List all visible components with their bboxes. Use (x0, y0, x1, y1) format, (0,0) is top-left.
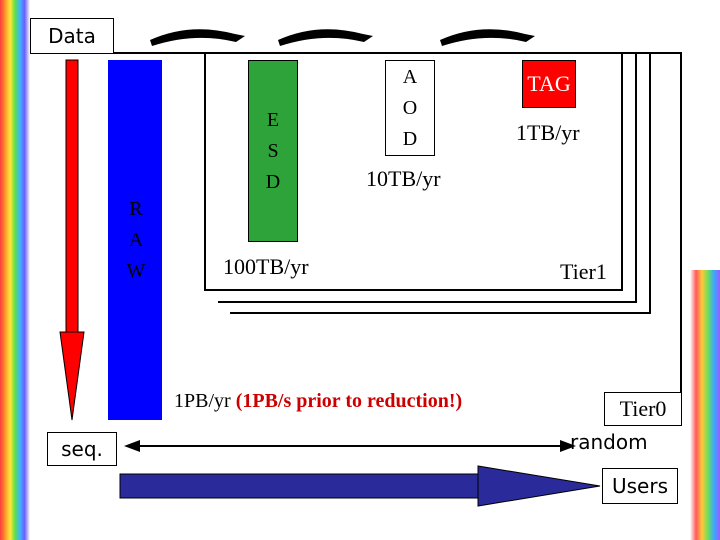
rainbow-border-left (0, 0, 30, 540)
esd-bar (248, 60, 298, 242)
rate-aod: 10TB/yr (366, 166, 441, 191)
aod-letter-a: A (402, 66, 418, 88)
rate-raw: 1PB/yr (1PB/s prior to reduction!) (174, 390, 462, 413)
tag-label: TAG (527, 71, 571, 96)
aod-letter-o: O (402, 97, 418, 119)
seq-label: seq. (47, 432, 117, 466)
rate-esd: 100TB/yr (223, 254, 309, 279)
aod-label: A O D (385, 62, 435, 155)
raw-letter-w: W (126, 260, 146, 282)
tier0-label-text: Tier0 (619, 396, 667, 421)
raw-letter-a: A (128, 229, 144, 251)
raw-bar (108, 60, 162, 420)
users-label-text: Users (611, 474, 668, 498)
flow-arrows (150, 29, 535, 46)
raw-letter-r: R (129, 198, 143, 220)
esd-label: E S D (248, 105, 298, 198)
esd-letter-d: D (265, 171, 281, 193)
data-label-text: Data (48, 24, 96, 48)
aod-letter-d: D (402, 128, 418, 150)
random-label: random (570, 430, 648, 454)
tier0-frame (96, 52, 682, 424)
aod-box (385, 60, 435, 156)
rate-raw-note: (1PB/s prior to reduction!) (235, 390, 463, 412)
tier1-label: Tier1 (560, 259, 607, 284)
esd-letter-s: S (267, 140, 279, 162)
esd-letter-e: E (266, 109, 280, 131)
tier0-label: Tier0 (604, 392, 682, 426)
rate-tag: 1TB/yr (516, 120, 580, 145)
rainbow-border-right (690, 270, 720, 540)
tag-box: TAG (522, 60, 576, 108)
data-label: Data (30, 18, 114, 54)
seq-label-text: seq. (61, 437, 103, 461)
users-label: Users (602, 468, 678, 504)
raw-label: R A W (108, 194, 164, 287)
rate-raw-value: 1PB/yr (174, 390, 231, 412)
